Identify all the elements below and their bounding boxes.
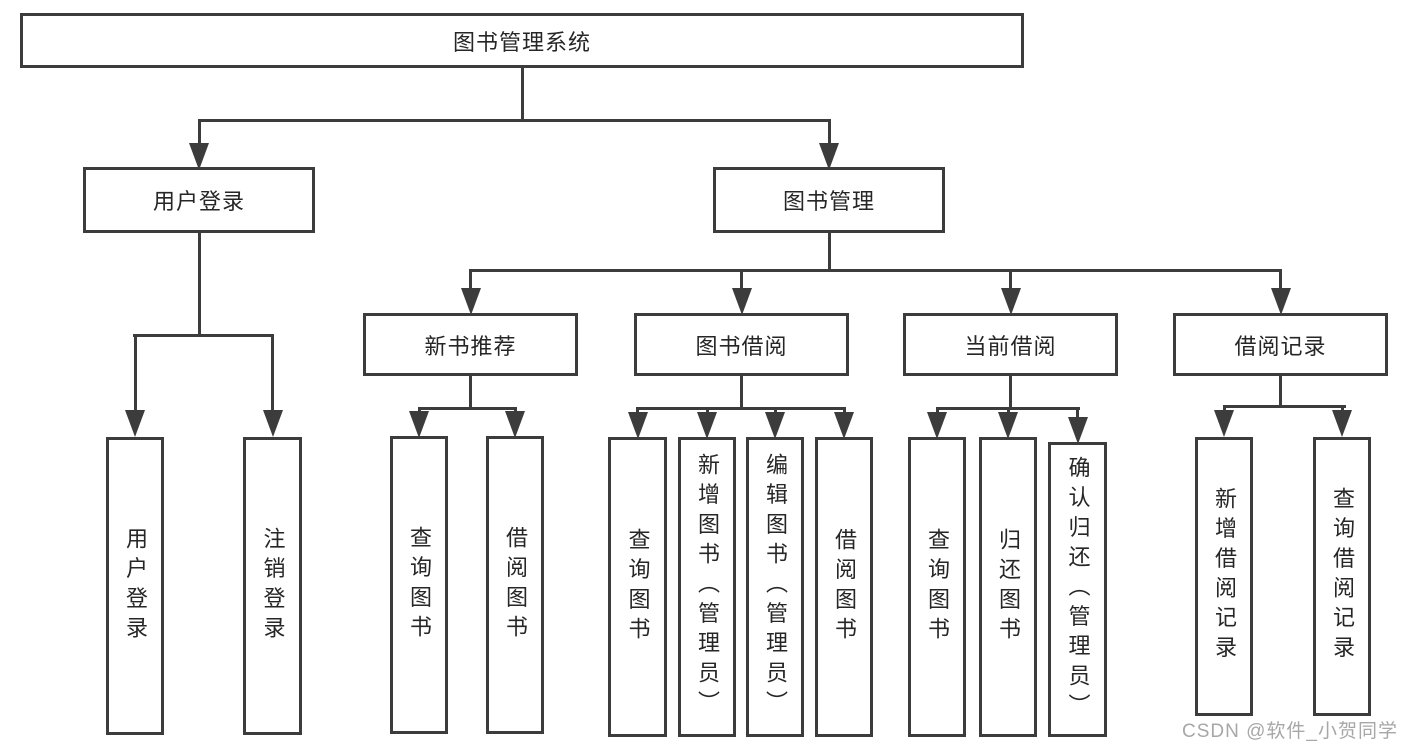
node-borrow-records: 借阅记录 <box>1173 313 1388 376</box>
leaf-record-add-borrow-record-label: 新增借阅记录 <box>1212 487 1237 666</box>
node-book-management-label: 图书管理 <box>782 189 875 214</box>
node-new-book-recommend: 新书推荐 <box>363 313 578 376</box>
connector-line <box>1006 407 1010 416</box>
node-root: 图书管理系统 <box>20 13 1024 68</box>
connector-line <box>469 269 1282 272</box>
watermark: CSDN @软件_小贺同学 <box>1182 721 1398 742</box>
connector-line <box>636 407 639 416</box>
arrow-down-icon <box>834 412 854 439</box>
arrow-down-icon <box>1332 410 1352 437</box>
node-root-label: 图书管理系统 <box>452 29 591 55</box>
leaf-current-query-books-label: 查询图书 <box>925 527 950 647</box>
connector-line <box>271 334 274 412</box>
connector-line <box>1076 407 1079 419</box>
connector-line <box>842 407 846 416</box>
arrow-down-icon <box>627 412 648 439</box>
connector-line <box>197 230 201 337</box>
leaf-borrow-add-books-admin: 新增图书（管理员） <box>678 437 736 737</box>
connector-line <box>827 119 831 148</box>
leaf-current-confirm-return-admin: 确认归还（管理员） <box>1048 442 1107 737</box>
arrow-down-icon <box>765 412 785 439</box>
leaf-borrow-borrow-books-label: 借阅图书 <box>832 527 857 647</box>
arrow-down-icon <box>998 412 1018 439</box>
node-book-management: 图书管理 <box>713 167 945 233</box>
connector-line <box>935 407 939 416</box>
arrow-down-icon <box>189 143 209 170</box>
connector-line <box>636 407 846 410</box>
connector-line <box>1222 405 1346 408</box>
leaf-borrow-query-books-label: 查询图书 <box>625 527 651 647</box>
connector-line <box>740 374 743 410</box>
leaf-record-query-borrow-record: 查询借阅记录 <box>1313 437 1371 716</box>
connector-line <box>827 230 831 272</box>
arrow-down-icon <box>1000 288 1021 315</box>
connector-line <box>1279 374 1282 408</box>
leaf-newbook-query-books: 查询图书 <box>390 436 448 734</box>
connector-line <box>133 334 274 337</box>
arrow-down-icon <box>409 411 429 438</box>
connector-line <box>469 269 472 291</box>
leaf-current-confirm-return-admin-label: 确认归还（管理员） <box>1065 455 1091 724</box>
leaf-current-return-books-label: 归还图书 <box>996 527 1021 647</box>
connector-line <box>469 374 472 410</box>
node-new-book-recommend-label: 新书推荐 <box>424 333 517 359</box>
connector-line <box>705 407 709 416</box>
connector-line <box>773 407 777 416</box>
arrow-down-icon <box>505 411 525 438</box>
connector-line <box>1009 374 1012 410</box>
leaf-logout: 注销登录 <box>243 437 302 735</box>
connector-line <box>1222 405 1226 414</box>
connector-line <box>133 334 137 412</box>
node-current-borrow-label: 当前借阅 <box>964 333 1057 359</box>
connector-line <box>197 119 831 122</box>
arrow-down-icon <box>927 412 947 439</box>
leaf-newbook-borrow-books-label: 借阅图书 <box>503 525 528 645</box>
arrow-down-icon <box>125 410 145 437</box>
leaf-user-login-label: 用户登录 <box>123 526 148 646</box>
arrow-down-icon <box>1067 417 1088 444</box>
connector-line <box>1009 269 1012 291</box>
arrow-down-icon <box>460 288 481 315</box>
connector-line <box>740 269 743 291</box>
connector-line <box>520 65 524 122</box>
node-user-login: 用户登录 <box>83 167 315 233</box>
arrow-down-icon <box>1270 288 1291 315</box>
arrow-down-icon <box>1214 410 1234 437</box>
leaf-borrow-edit-books-admin-label: 编辑图书（管理员） <box>763 453 788 721</box>
arrow-down-icon <box>731 288 752 315</box>
arrow-down-icon <box>819 143 839 170</box>
leaf-logout-label: 注销登录 <box>260 526 286 646</box>
leaf-borrow-query-books: 查询图书 <box>608 437 667 737</box>
leaf-current-query-books: 查询图书 <box>908 437 966 737</box>
connector-line <box>417 407 517 410</box>
leaf-newbook-query-books-label: 查询图书 <box>407 525 432 645</box>
connector-line <box>197 119 201 148</box>
connector-line <box>1279 269 1282 291</box>
leaf-borrow-borrow-books: 借阅图书 <box>815 437 873 737</box>
leaf-record-query-borrow-record-label: 查询借阅记录 <box>1330 487 1355 666</box>
leaf-current-return-books: 归还图书 <box>979 437 1037 737</box>
connector-line <box>1340 405 1344 414</box>
leaf-newbook-borrow-books: 借阅图书 <box>486 436 544 734</box>
node-current-borrow: 当前借阅 <box>903 313 1118 376</box>
leaf-borrow-add-books-admin-label: 新增图书（管理员） <box>695 453 720 721</box>
node-borrow-records-label: 借阅记录 <box>1234 333 1327 359</box>
arrow-down-icon <box>262 410 283 437</box>
arrow-down-icon <box>697 412 717 439</box>
leaf-borrow-edit-books-admin: 编辑图书（管理员） <box>746 437 804 737</box>
node-user-login-label: 用户登录 <box>152 189 245 214</box>
leaf-user-login: 用户登录 <box>106 437 164 735</box>
node-book-borrow: 图书借阅 <box>634 313 849 376</box>
node-book-borrow-label: 图书借阅 <box>695 333 788 359</box>
leaf-record-add-borrow-record: 新增借阅记录 <box>1195 437 1253 716</box>
